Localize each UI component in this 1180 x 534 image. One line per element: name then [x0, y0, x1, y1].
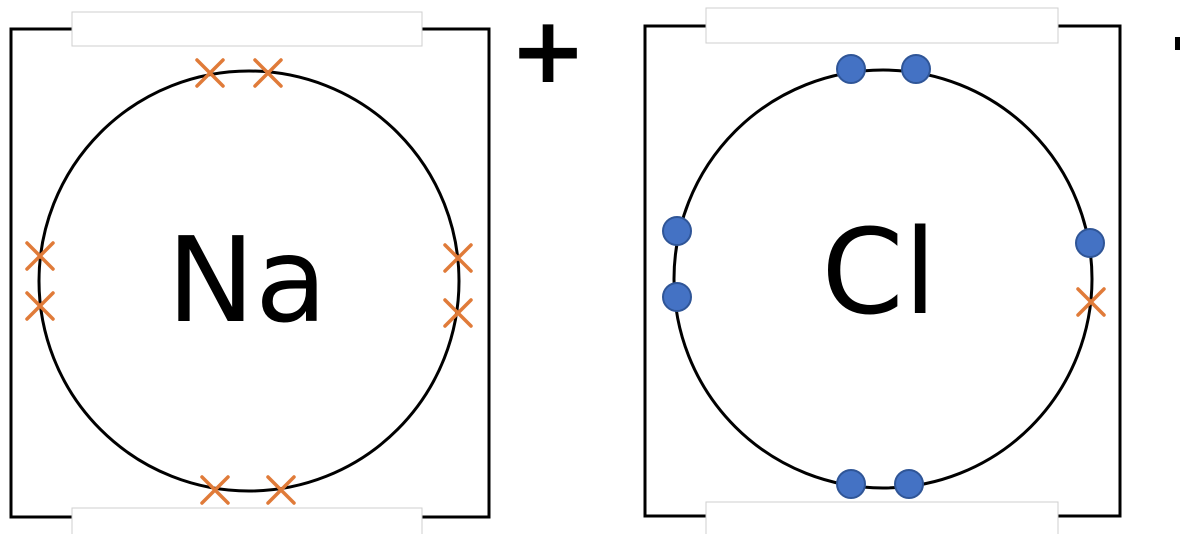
chloride-transferred-electron-cross [1076, 287, 1106, 317]
chloride-electron-shell [672, 68, 1094, 490]
sodium-ion: Na [9, 11, 491, 534]
chloride-bracket-bottom-gap [705, 501, 1059, 534]
sodium-electron-cross [443, 243, 473, 273]
sodium-electron-cross [200, 475, 230, 505]
chloride-electron-dot [1075, 228, 1105, 258]
chloride-electron-dot [662, 282, 692, 312]
chloride-charge: - [1170, 0, 1180, 92]
sodium-electron-cross [253, 58, 283, 88]
sodium-bracket-top-gap [71, 11, 423, 47]
sodium-electrons [25, 58, 473, 505]
sodium-electron-cross [443, 298, 473, 328]
sodium-electron-cross [25, 291, 55, 321]
sodium-charge: + [509, 0, 586, 104]
chloride-electron-dot [836, 469, 866, 499]
chloride-ion: Cl [643, 7, 1122, 534]
chloride-symbol: Cl [821, 203, 936, 341]
chloride-electron-dot [901, 54, 931, 84]
sodium-electron-cross [266, 475, 296, 505]
chloride-bracket-top-gap [705, 7, 1059, 44]
chloride-electron-dot [894, 469, 924, 499]
chloride-electron-dot [662, 216, 692, 246]
sodium-bracket-bottom-gap [71, 507, 423, 534]
sodium-electron-shell [37, 69, 461, 493]
chloride-electron-dot [836, 54, 866, 84]
sodium-symbol: Na [167, 211, 328, 349]
chloride-electrons [662, 54, 1106, 499]
sodium-electron-cross [195, 58, 225, 88]
sodium-electron-cross [25, 241, 55, 271]
